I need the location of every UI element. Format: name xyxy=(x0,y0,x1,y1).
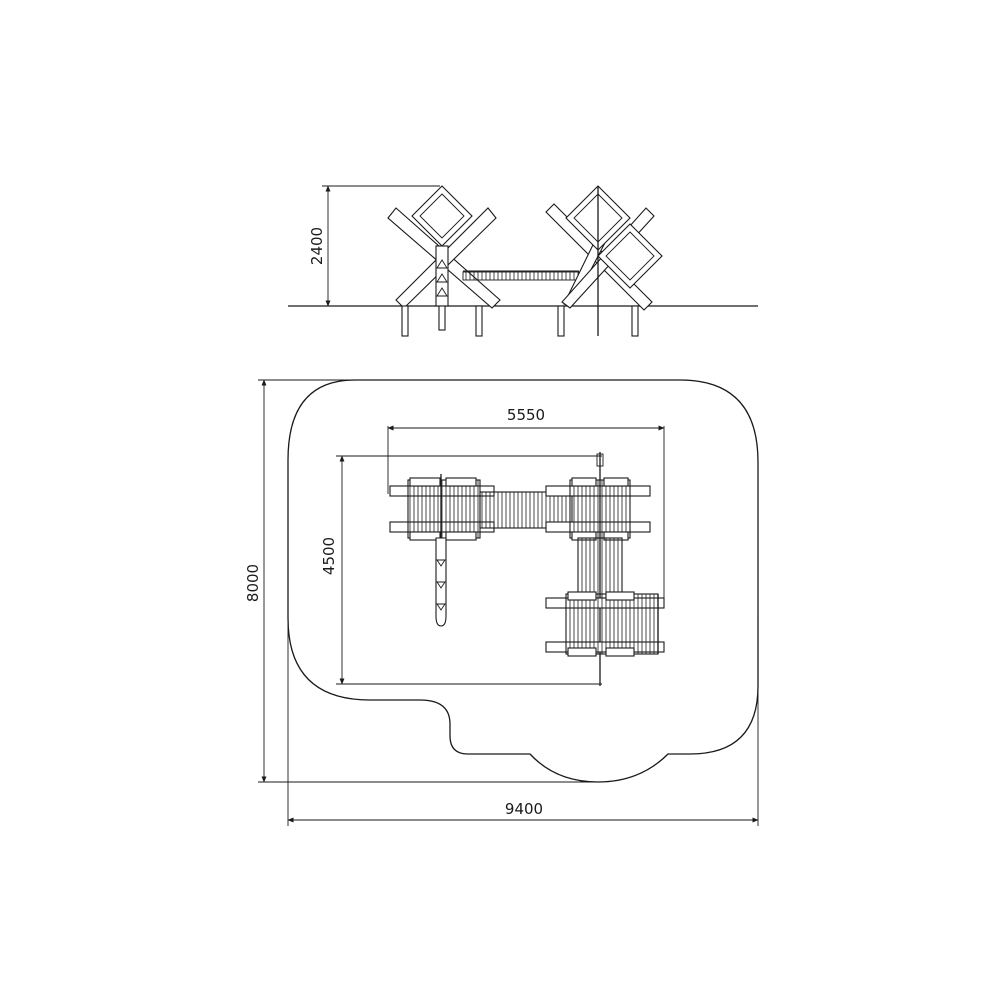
right-tower-plan xyxy=(545,452,651,686)
span-top-label: 5550 xyxy=(507,406,545,424)
depth-dimension: 8000 xyxy=(244,379,598,783)
height-dimension: 2400 xyxy=(308,185,440,307)
side-elevation: 2400 xyxy=(288,185,758,337)
width-label: 9400 xyxy=(505,800,543,818)
width-dimension: 9400 xyxy=(287,618,759,826)
span-top-dimension: 5550 xyxy=(387,406,665,600)
safety-zone-outline xyxy=(287,379,759,783)
left-tower xyxy=(387,185,501,337)
height-label: 2400 xyxy=(308,227,326,265)
span-left-label: 4500 xyxy=(320,537,338,575)
vertical-bridge-plan xyxy=(577,537,623,599)
span-left-dimension: 4500 xyxy=(320,455,602,685)
left-tower-plan xyxy=(389,474,495,546)
slide-plan xyxy=(435,537,447,627)
lower-tower-plan xyxy=(545,591,665,657)
plan-view: 5550 4500 8000 9400 xyxy=(244,379,759,826)
bridge-elevation xyxy=(462,270,580,281)
depth-label: 8000 xyxy=(244,564,262,602)
right-tower xyxy=(545,185,663,337)
